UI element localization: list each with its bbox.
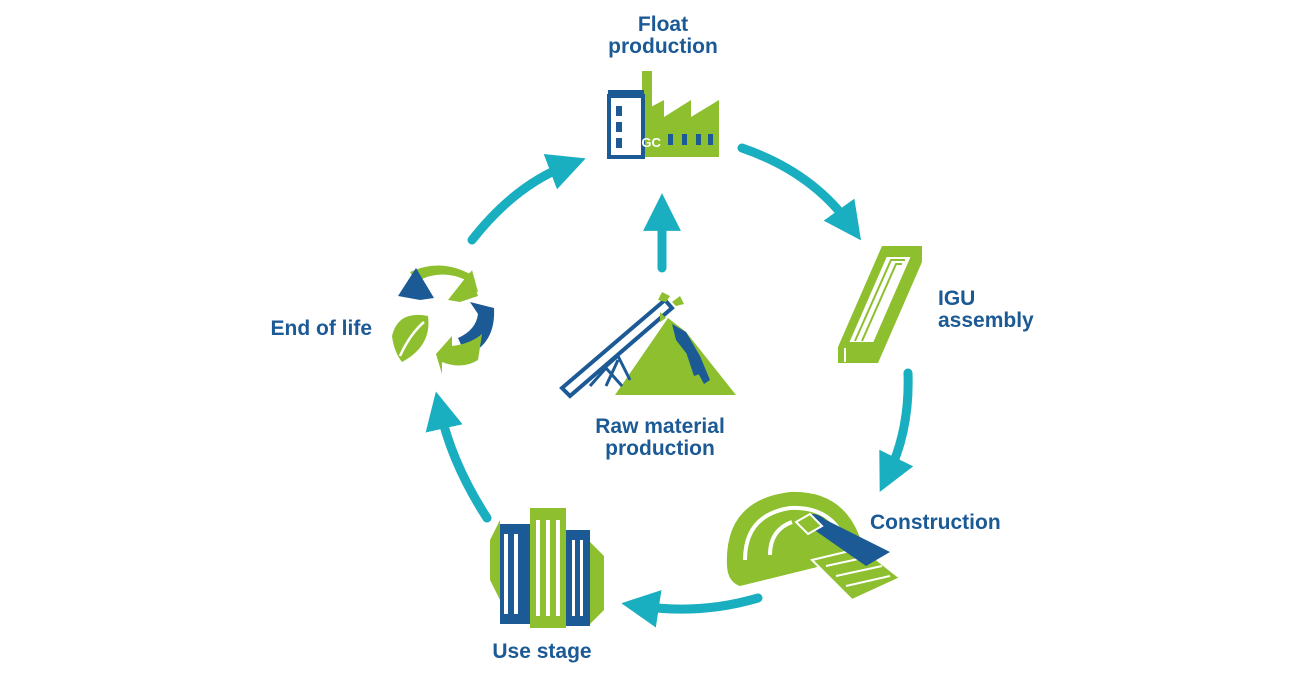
- glazing-unit-icon: [838, 246, 922, 363]
- arrow-igu-to-construction: [879, 368, 914, 492]
- agc-logo-text: AGC: [632, 135, 662, 150]
- label-raw-material-production: Raw material production: [595, 415, 725, 460]
- arrow-end-to-float: [467, 153, 586, 245]
- hardhat-trowel-icon: [726, 491, 902, 602]
- label-end-of-life: End of life: [270, 317, 373, 340]
- arrow-construction-to-use: [621, 590, 763, 628]
- arrow-use-to-end: [425, 391, 492, 523]
- label-use-stage: Use stage: [492, 640, 592, 663]
- label-construction: Construction: [870, 511, 1001, 534]
- factory-icon: AGC: [607, 71, 719, 159]
- arrow-float-to-igu: [737, 143, 862, 241]
- label-float-production: Float production: [608, 13, 718, 58]
- buildings-icon: [490, 508, 604, 628]
- label-igu-assembly: IGU assembly: [938, 287, 1034, 332]
- recycle-icon: [392, 265, 495, 374]
- conveyor-pile-icon: [559, 292, 736, 399]
- cycle-arrows: [425, 143, 914, 628]
